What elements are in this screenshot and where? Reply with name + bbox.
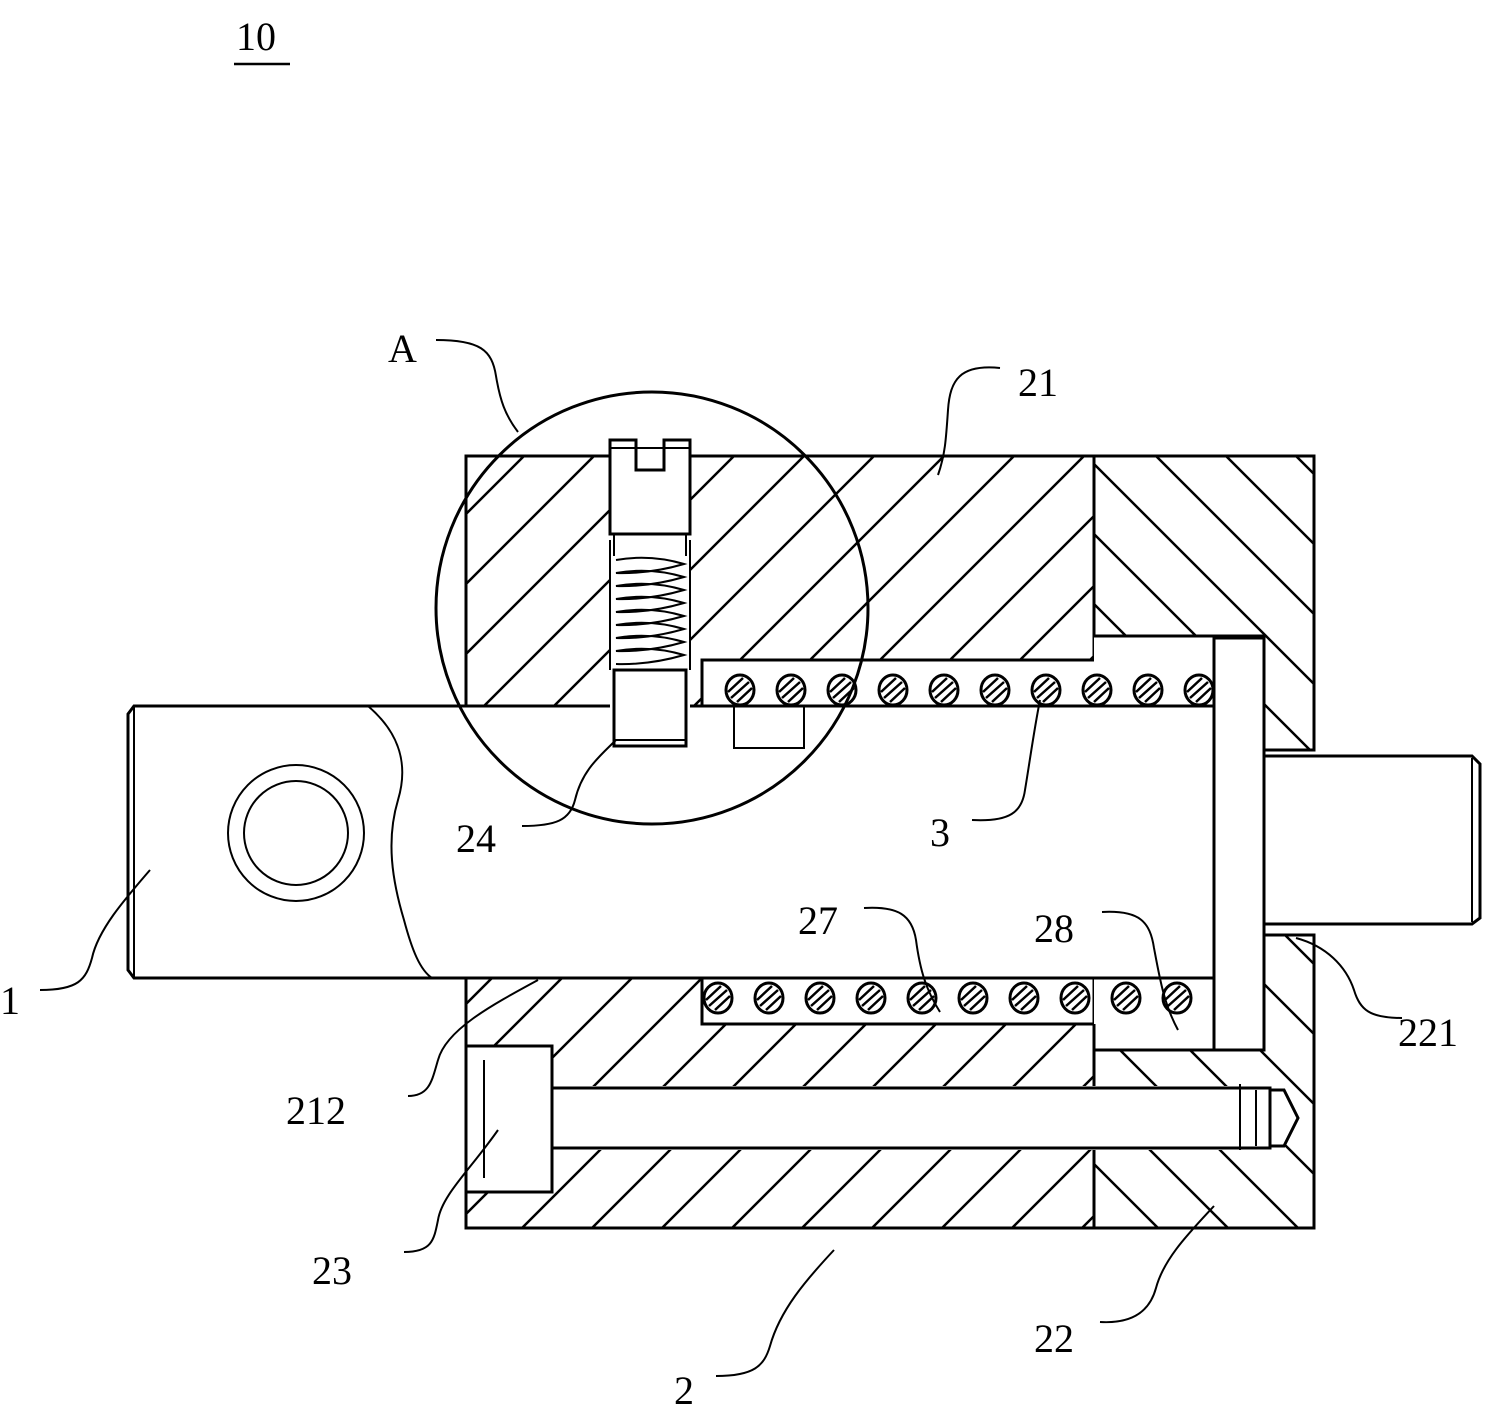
end-plate — [1212, 636, 1266, 1052]
spring-coil-hatch — [1113, 985, 1139, 1011]
spring-coil-hatch — [778, 677, 804, 703]
rod-extension — [1262, 754, 1482, 926]
spring-coil-hatch — [982, 677, 1008, 703]
spring-coil-hatch — [931, 677, 957, 703]
spring-3-upper — [724, 673, 1215, 707]
spring-3-lower — [702, 981, 1193, 1015]
spring-coil-hatch — [1186, 677, 1212, 703]
spring-coil-hatch — [705, 985, 731, 1011]
detail-circle-A — [434, 390, 870, 826]
spring-coil-hatch — [1084, 677, 1110, 703]
label-A: A — [388, 326, 417, 371]
label-27: 27 — [798, 898, 838, 943]
bolt-23-tip — [1268, 1088, 1300, 1148]
spring-coil-hatch — [756, 985, 782, 1011]
set-screw-24-head — [608, 438, 692, 536]
label-2: 2 — [674, 1368, 694, 1407]
label-221: 221 — [1398, 1010, 1458, 1055]
spring-coil-hatch — [858, 985, 884, 1011]
bolt-23-head — [464, 1044, 554, 1194]
bolt-23-shank — [550, 1086, 1272, 1150]
rod-hole-inner — [243, 780, 349, 886]
label-28: 28 — [1034, 906, 1074, 951]
pin-spring — [615, 556, 688, 666]
spring-coil-hatch — [1011, 985, 1037, 1011]
set-screw-pin — [612, 668, 688, 748]
spring-coil-hatch — [1062, 985, 1088, 1011]
label-24: 24 — [456, 816, 496, 861]
label-23: 23 — [312, 1248, 352, 1293]
label-3: 3 — [930, 810, 950, 855]
spring-coil-hatch — [1033, 677, 1059, 703]
lower-chamber — [1094, 978, 1214, 1050]
spring-coil-hatch — [960, 985, 986, 1011]
body-21-upper — [464, 454, 1096, 708]
label-1: 1 — [0, 978, 20, 1023]
spring-coil-hatch — [727, 677, 753, 703]
spring-coil-hatch — [1164, 985, 1190, 1011]
spring-coil-hatch — [807, 985, 833, 1011]
label-21: 21 — [1018, 360, 1058, 405]
rod-break-line — [367, 705, 433, 979]
rod-hole-outer — [227, 764, 365, 902]
figure-number: 10 — [236, 14, 276, 59]
rod-notch — [733, 706, 805, 749]
spring-coil-hatch — [880, 677, 906, 703]
label-212: 212 — [286, 1088, 346, 1133]
spring-coil-hatch — [1135, 677, 1161, 703]
label-22: 22 — [1034, 1316, 1074, 1361]
